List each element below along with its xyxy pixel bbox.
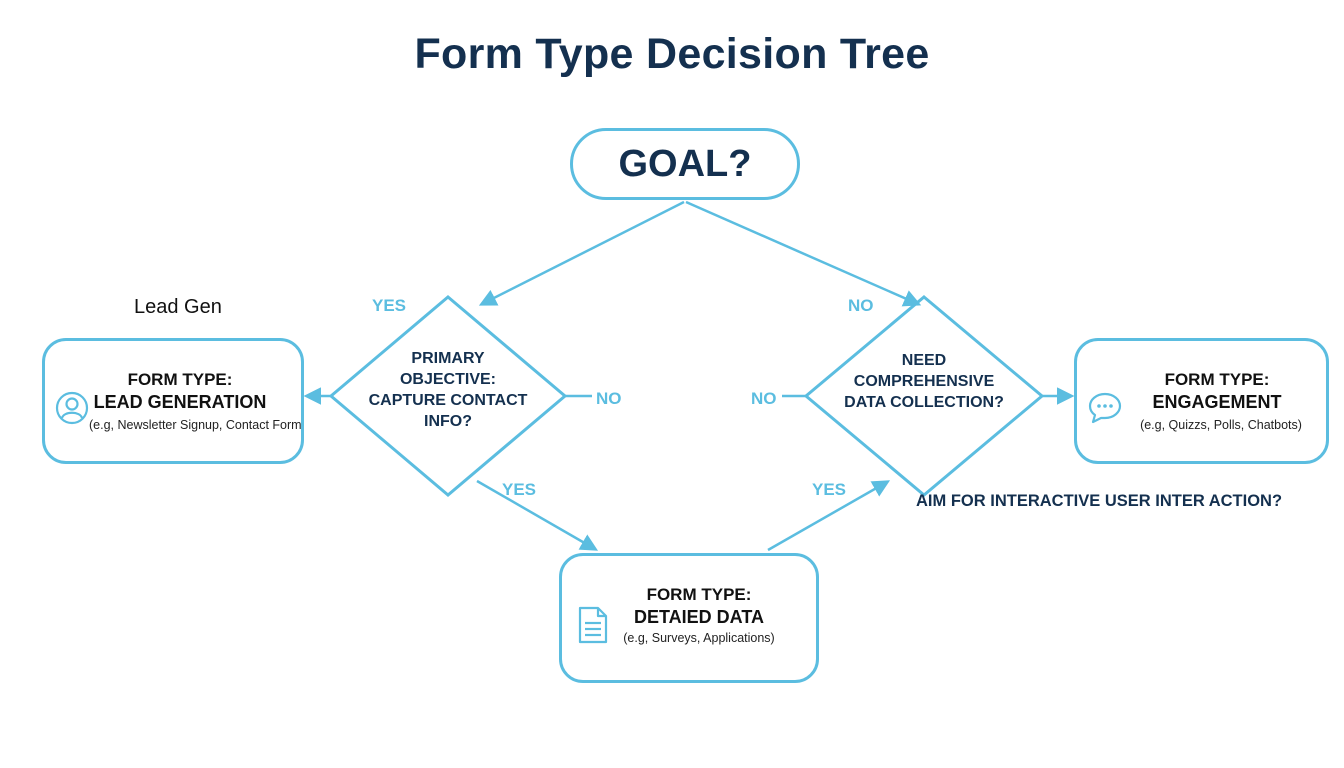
engagement-box-line2: ENGAGEMENT xyxy=(1152,392,1282,412)
lead-box-line1: FORM TYPE: xyxy=(127,370,233,389)
form-type-lead-generation: FORM TYPE: LEAD GENERATION (e.g, Newslet… xyxy=(42,338,304,464)
detailed-box-line2: DETAIED DATA xyxy=(634,607,764,627)
diamond-left-line: PRIMARY xyxy=(411,350,485,367)
goal-node: GOAL? xyxy=(570,128,800,200)
decision-diamond-left xyxy=(328,295,568,497)
decision-diamond-right xyxy=(803,295,1045,497)
user-icon xyxy=(55,391,89,425)
diamond-left-line: CAPTURE CONTACT xyxy=(368,392,528,409)
lead-gen-label: Lead Gen xyxy=(134,296,222,318)
arrow-detailed-to-right xyxy=(767,480,891,552)
diamond-left-text: PRIMARY OBJECTIVE: CAPTURE CONTACT INFO? xyxy=(348,348,548,432)
arrow-goal-to-right xyxy=(685,200,922,307)
form-type-detailed-data: FORM TYPE: DETAIED DATA (e.g, Surveys, A… xyxy=(559,553,819,683)
branch-label-left-yes: YES xyxy=(502,480,537,499)
arrow-left-to-detailed xyxy=(476,479,599,551)
engagement-box-line3: (e.g, Quizzs, Polls, Chatbots) xyxy=(1140,418,1302,432)
diamond-right-line: COMPREHENSIVE xyxy=(853,373,995,390)
lead-box-line3: (e.g, Newsletter Signup, Contact Form xyxy=(89,418,302,432)
branch-label-goal-no: NO xyxy=(848,296,874,315)
document-icon xyxy=(578,606,608,644)
branch-label-left-no: NO xyxy=(596,389,622,408)
branch-label-goal-yes: YES xyxy=(372,296,407,315)
interactive-question-label: AIM FOR INTERACTIVE USER INTER ACTION? xyxy=(916,492,1283,510)
diamond-left-line: OBJECTIVE: xyxy=(399,371,496,388)
branch-label-right-yes: YES xyxy=(812,480,847,499)
form-type-engagement: FORM TYPE: ENGAGEMENT (e.g, Quizzs, Poll… xyxy=(1074,338,1329,464)
lead-box-line2: LEAD GENERATION xyxy=(93,392,267,412)
arrow-goal-to-left xyxy=(478,200,685,306)
diamond-right-text: NEED COMPREHENSIVE DATA COLLECTION? xyxy=(814,350,1034,413)
branch-label-right-no: NO xyxy=(751,389,777,408)
detailed-box-line1: FORM TYPE: xyxy=(646,585,752,604)
page-title: Form Type Decision Tree xyxy=(414,30,930,78)
diamond-right-line: DATA COLLECTION? xyxy=(844,394,1004,411)
goal-label: GOAL? xyxy=(618,142,752,185)
engagement-box-line1: FORM TYPE: xyxy=(1164,370,1270,389)
diamond-left-line: INFO? xyxy=(424,413,472,430)
chat-icon xyxy=(1088,392,1122,424)
detailed-box-line3: (e.g, Surveys, Applications) xyxy=(623,631,775,645)
diamond-right-line: NEED xyxy=(901,352,947,369)
